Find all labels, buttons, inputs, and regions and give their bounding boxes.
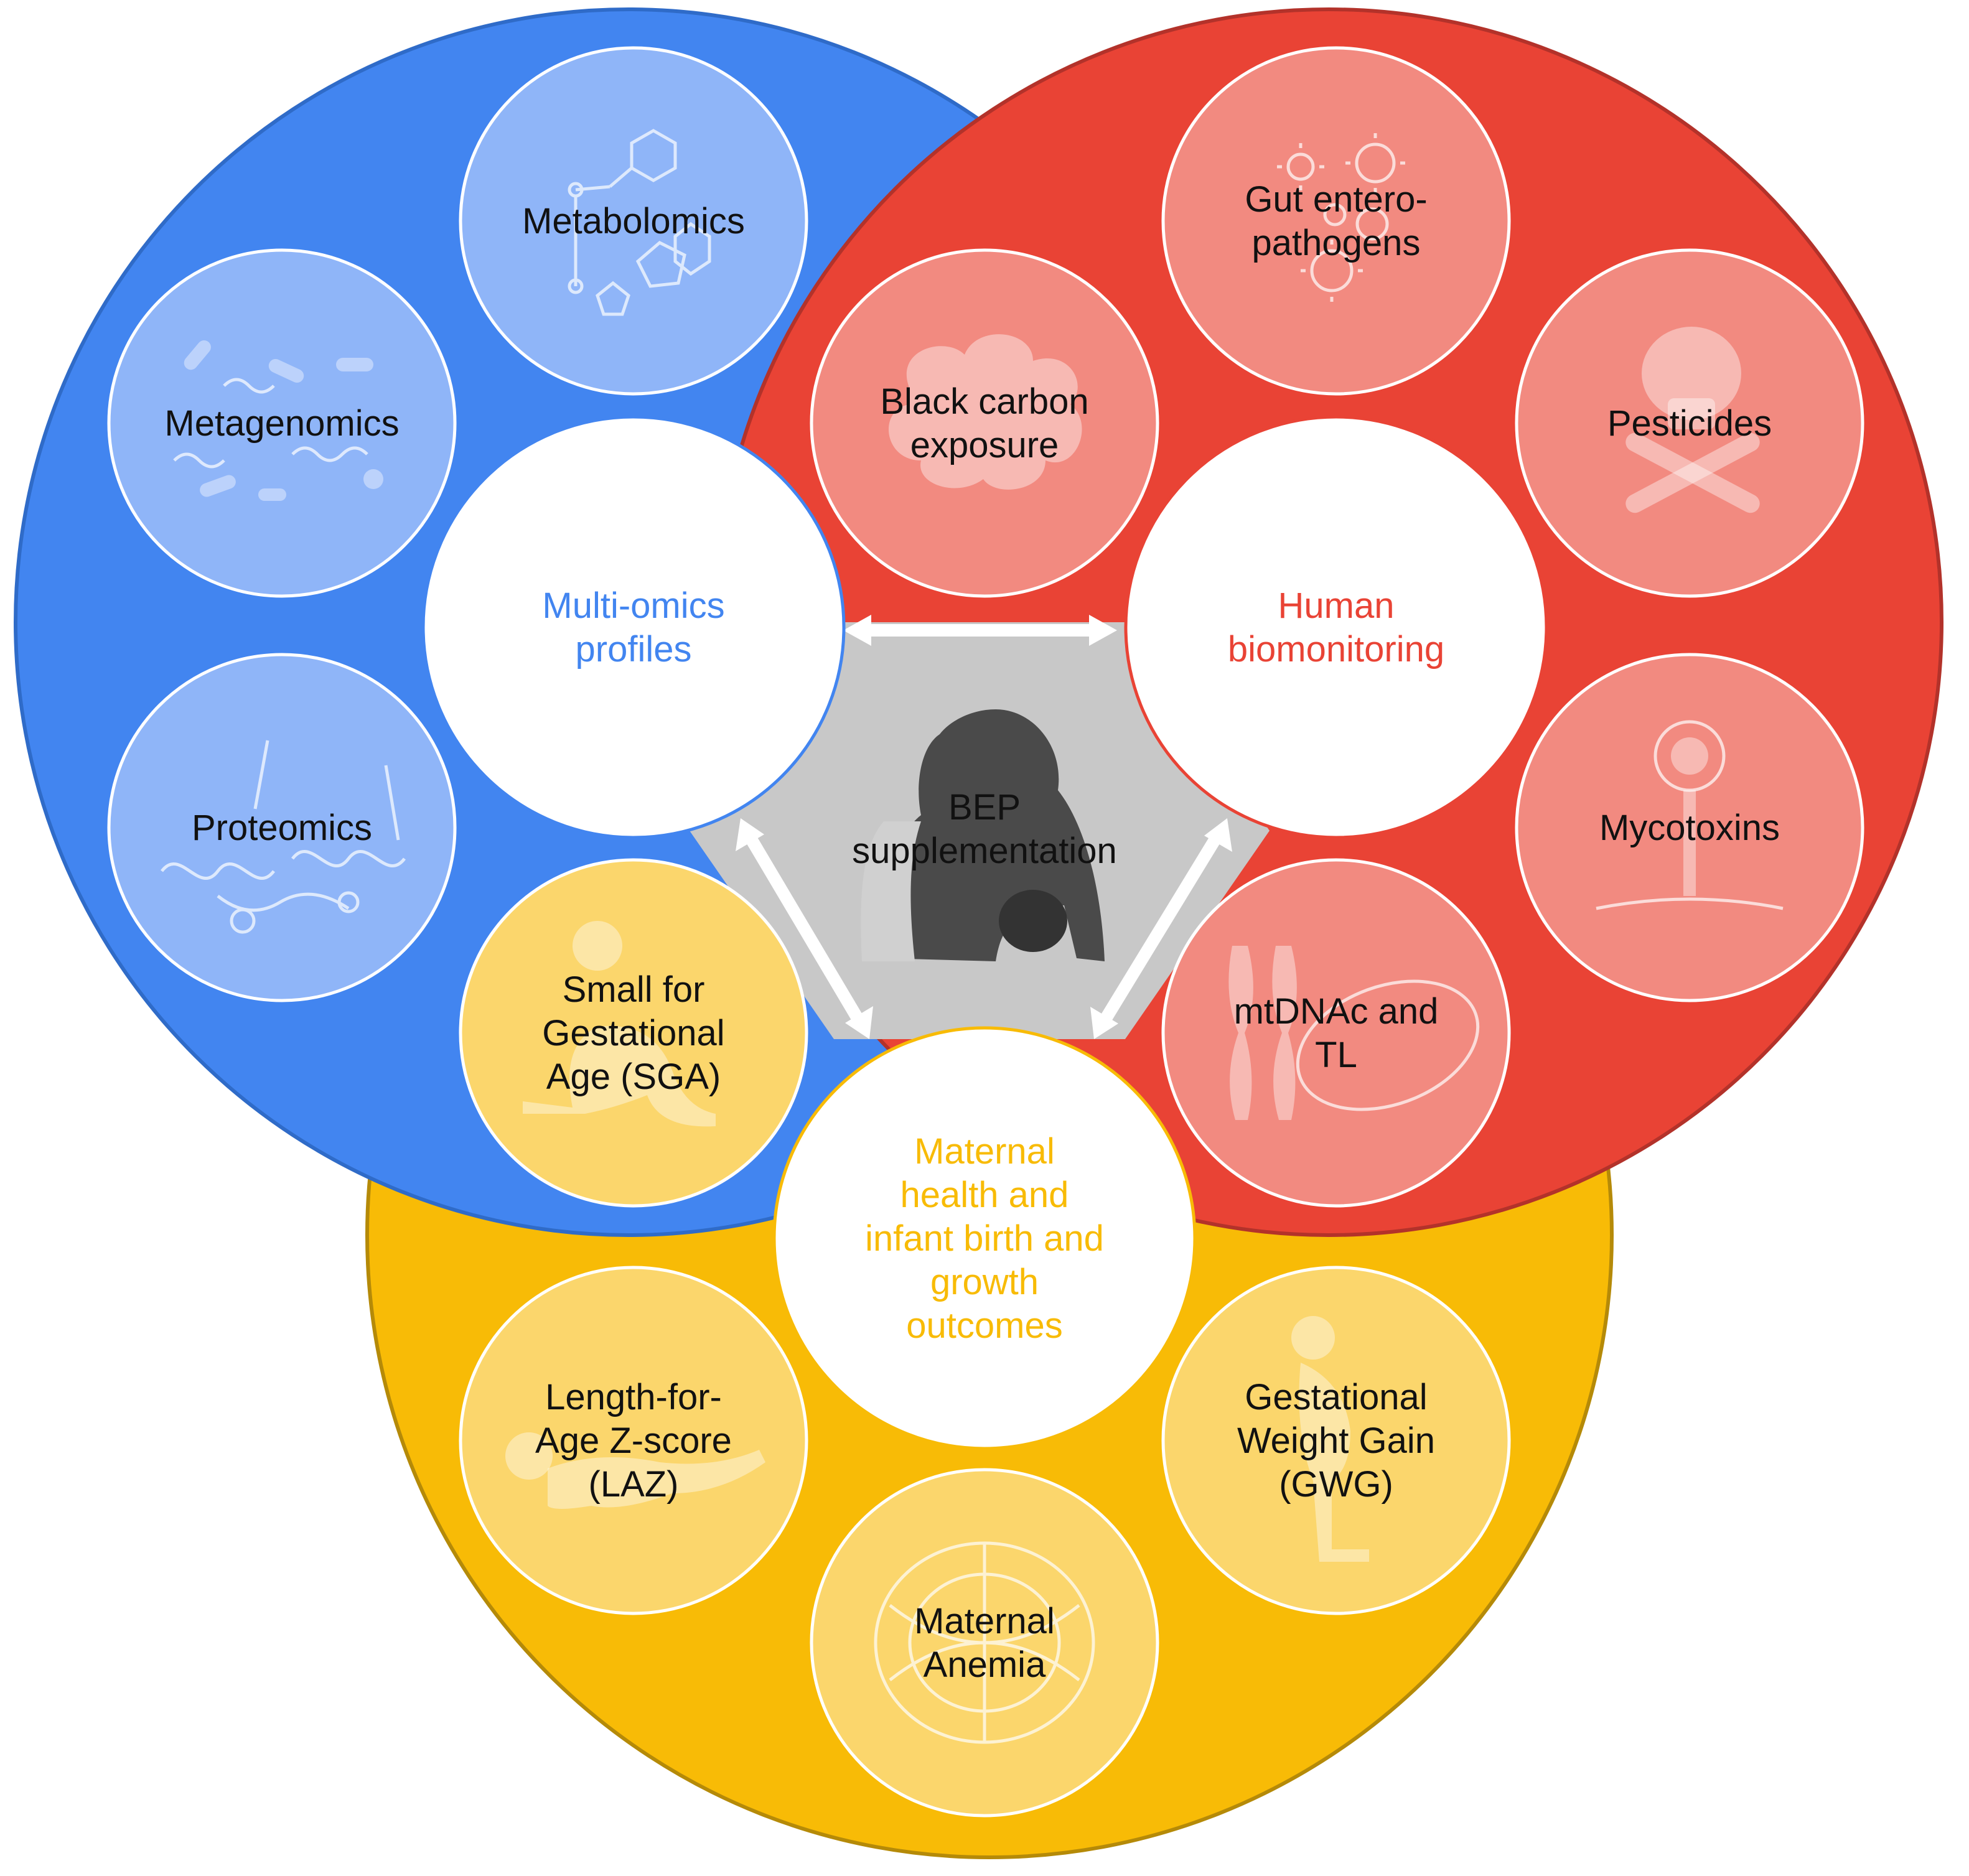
node-proteomics-label: Proteomics: [192, 808, 372, 848]
arrows: [736, 615, 1232, 1039]
node-pesticides-label-line: Pesticides: [1607, 403, 1772, 444]
node-gut-enteropathogens-label-line: Gut entero-: [1245, 179, 1427, 220]
hub-maternal-outcomes-label-line: outcomes: [906, 1305, 1062, 1346]
pregnant-woman-icon: [1291, 1316, 1369, 1562]
blood-cell-icon: [874, 1541, 1095, 1744]
skull-crossbones-icon: [1625, 327, 1760, 513]
node-metabolomics-label-line: Metabolomics: [522, 201, 745, 241]
node-black-carbon-label-line: Black carbon: [880, 381, 1088, 422]
node-gwg-label-line: Weight Gain: [1237, 1421, 1435, 1461]
node-metagenomics-label-line: Metagenomics: [164, 403, 399, 444]
node-laz-label-line: Length-for-: [545, 1377, 722, 1417]
node-laz: Length-for-Age Z-score(LAZ): [459, 1266, 808, 1615]
hub-multi-omics-label-line: Multi-omics: [542, 586, 724, 626]
arrow-omics-biomonitoring: [843, 615, 1117, 646]
node-mycotoxins: Mycotoxins: [1515, 653, 1864, 1002]
center-label-line: supplementation: [852, 831, 1117, 871]
hub-maternal-outcomes-label-line: Maternal: [914, 1131, 1055, 1172]
node-mycotoxins-label: Mycotoxins: [1599, 808, 1780, 848]
arrow-omics-maternal: [736, 818, 873, 1039]
node-gwg-label-line: (GWG): [1279, 1464, 1393, 1505]
hub-human-biomonitoring-label-line: Human: [1278, 586, 1395, 626]
hub-human-biomonitoring-label-line: biomonitoring: [1228, 629, 1444, 670]
chromosome-mitochondria-icon: [1228, 946, 1480, 1120]
hub-maternal-outcomes-label-line: growth: [930, 1262, 1039, 1302]
molecule-icon: [568, 129, 711, 316]
node-metabolomics-label: Metabolomics: [522, 201, 745, 241]
fungus-icon: [1596, 720, 1784, 910]
node-anemia-label-line: Anemia: [924, 1645, 1046, 1685]
node-gut-enteropathogens-label-line: pathogens: [1252, 223, 1421, 263]
arrow-biomonitoring-maternal: [1090, 818, 1232, 1039]
protein-icon: [161, 740, 406, 934]
bacteria-icon: [173, 340, 383, 501]
node-laz-label: Length-for-Age Z-score(LAZ): [535, 1377, 732, 1505]
breastfeeding-mother-icon: [861, 709, 1105, 961]
node-mycotoxins-label-line: Mycotoxins: [1599, 808, 1780, 848]
node-metabolomics: Metabolomics: [459, 46, 808, 396]
node-sga-label-line: Age (SGA): [546, 1057, 721, 1097]
virus-icon: [1277, 133, 1405, 302]
crawling-baby-icon: [505, 1432, 765, 1509]
hub-maternal-outcomes-label-line: health and: [900, 1175, 1069, 1215]
infant-icon: [523, 921, 716, 1127]
node-anemia-label-line: Maternal: [914, 1601, 1055, 1641]
node-mtdna-tl-label-line: TL: [1315, 1035, 1357, 1075]
node-pesticides: Pesticides: [1515, 248, 1864, 598]
node-sga-label-line: Small for: [563, 969, 705, 1010]
node-gwg-label-line: Gestational: [1245, 1377, 1427, 1417]
node-metagenomics: Metagenomics: [107, 248, 457, 598]
node-black-carbon-label-line: exposure: [910, 425, 1059, 465]
node-gut-enteropathogens-label: Gut entero-pathogens: [1245, 179, 1427, 263]
node-laz-label-line: Age Z-score: [535, 1421, 732, 1461]
node-pesticides-label: Pesticides: [1607, 403, 1772, 444]
smoke-cloud-icon: [888, 334, 1082, 490]
node-laz-label-line: (LAZ): [589, 1464, 679, 1505]
node-proteomics-label-line: Proteomics: [192, 808, 372, 848]
node-sga-label-line: Gestational: [542, 1013, 724, 1053]
center-label-line: BEP: [948, 787, 1021, 828]
node-gut-enteropathogens: Gut entero-pathogens: [1161, 46, 1511, 396]
node-metagenomics-label: Metagenomics: [164, 403, 399, 444]
hub-maternal-outcomes-label-line: infant birth and: [865, 1218, 1104, 1259]
node-proteomics: Proteomics: [107, 653, 457, 1002]
node-mtdna-tl-label-line: mtDNAc and: [1234, 991, 1439, 1032]
hub-multi-omics-label-line: profiles: [576, 629, 692, 670]
